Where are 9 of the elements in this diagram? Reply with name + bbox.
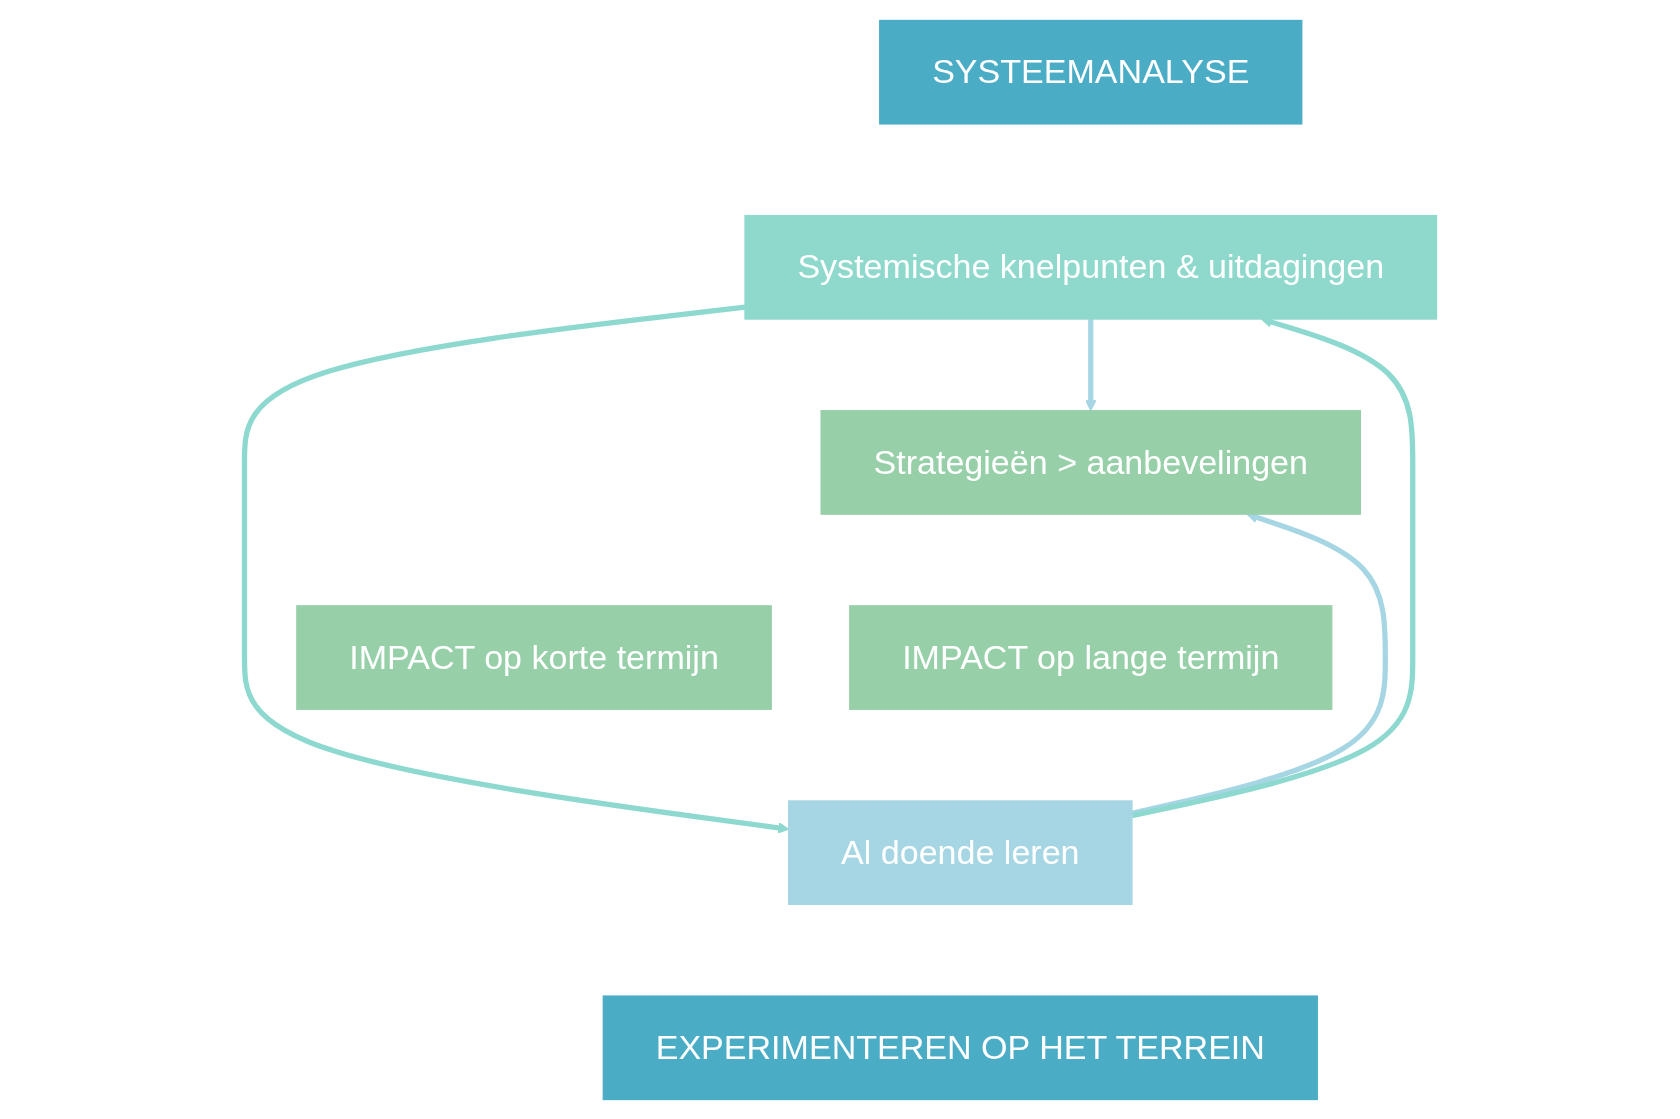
node-box: IMPACT op korte termijn: [295, 604, 772, 710]
node-box: Systemische knelpunten & uitdagingen: [743, 214, 1437, 320]
node-box: SYSTEEMANALYSE: [878, 19, 1302, 125]
node-box: Strategieën > aanbevelingen: [820, 409, 1361, 515]
arrow: [241, 304, 789, 834]
node-box: EXPERIMENTEREN OP HET TERREIN: [602, 994, 1318, 1100]
node-box: Al doende leren: [787, 799, 1133, 905]
arrow: [1084, 318, 1096, 411]
node-box: IMPACT op lange termijn: [848, 604, 1332, 710]
